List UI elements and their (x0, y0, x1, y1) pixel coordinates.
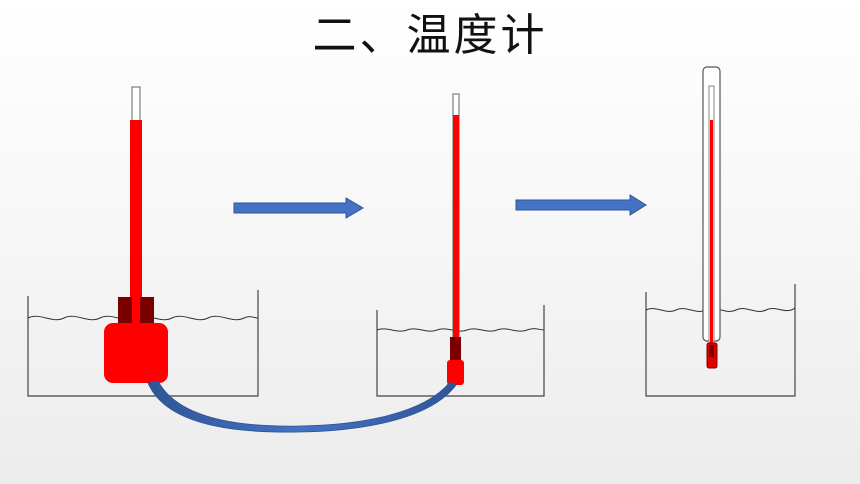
liquid-column-3 (710, 120, 713, 345)
arrow-right-icon (515, 194, 647, 216)
slide-title: 二、温度计 (312, 10, 548, 61)
bulb-2 (447, 360, 464, 385)
bulb-3-dark (709, 345, 714, 357)
beaker-2 (376, 305, 545, 397)
water-surface-3 (645, 307, 796, 312)
stage-1-large-bulb-thermometer (27, 86, 259, 397)
stage-3-glass-thermometer (645, 66, 796, 397)
liquid-column-2 (453, 115, 459, 365)
arrow-right-icon (233, 197, 364, 219)
stopper-right-1 (140, 297, 154, 329)
curved-connector (147, 380, 457, 433)
water-surface-2 (376, 328, 545, 332)
stopper-left-1 (118, 297, 132, 329)
beaker-1 (27, 290, 259, 397)
liquid-column-1 (130, 120, 142, 340)
bulb-1 (104, 323, 168, 383)
beaker-3 (645, 284, 796, 397)
stopper-2 (450, 337, 461, 362)
stage-2-small-bulb-thermometer (376, 93, 545, 397)
